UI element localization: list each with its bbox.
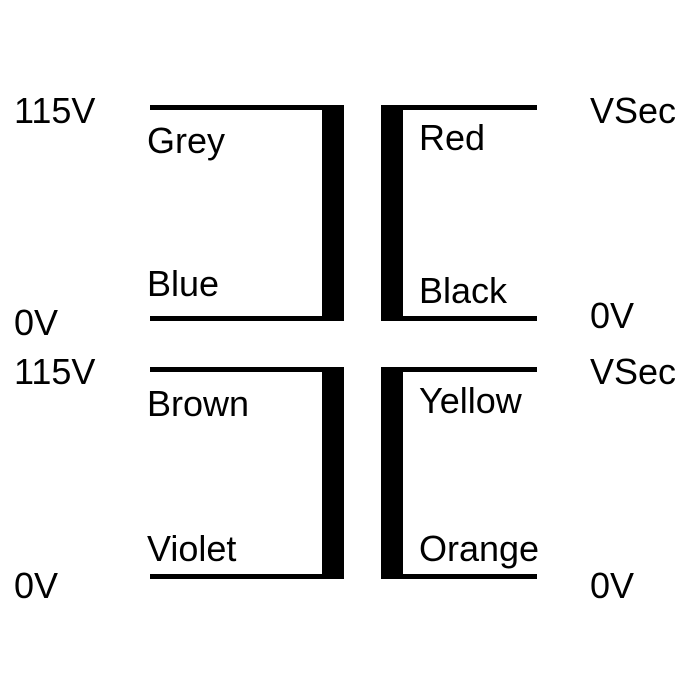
- secondary-top-voltage-label: VSec: [590, 351, 677, 392]
- primary-bottom-voltage-label: 0V: [14, 302, 59, 343]
- secondary-top-voltage-label: VSec: [590, 90, 677, 131]
- primary-winding-bar: [322, 105, 344, 321]
- secondary-bottom-wire-label: Orange: [419, 528, 540, 569]
- secondary-top-wire-label: Yellow: [419, 380, 522, 421]
- secondary-winding-bar: [381, 105, 403, 321]
- primary-winding-bar: [322, 367, 344, 579]
- secondary-bottom-lead: [381, 316, 537, 321]
- secondary-top-wire-label: Red: [419, 117, 486, 158]
- primary-top-wire-label: Brown: [147, 383, 250, 424]
- primary-bottom-wire-label: Blue: [147, 263, 220, 304]
- secondary-bottom-voltage-label: 0V: [590, 295, 635, 336]
- primary-bottom-voltage-label: 0V: [14, 565, 59, 606]
- secondary-top-lead: [381, 367, 537, 372]
- primary-bottom-lead: [150, 574, 340, 579]
- primary-top-lead: [150, 105, 340, 110]
- secondary-bottom-wire-label: Black: [419, 270, 508, 311]
- secondary-top-lead: [381, 105, 537, 110]
- secondary-winding-bar: [381, 367, 403, 579]
- primary-top-voltage-label: 115V: [14, 90, 96, 131]
- secondary-bottom-lead: [381, 574, 537, 579]
- primary-bottom-wire-label: Violet: [147, 528, 237, 569]
- primary-top-wire-label: Grey: [147, 120, 226, 161]
- primary-top-voltage-label: 115V: [14, 351, 96, 392]
- secondary-bottom-voltage-label: 0V: [590, 565, 635, 606]
- primary-top-lead: [150, 367, 340, 372]
- primary-bottom-lead: [150, 316, 340, 321]
